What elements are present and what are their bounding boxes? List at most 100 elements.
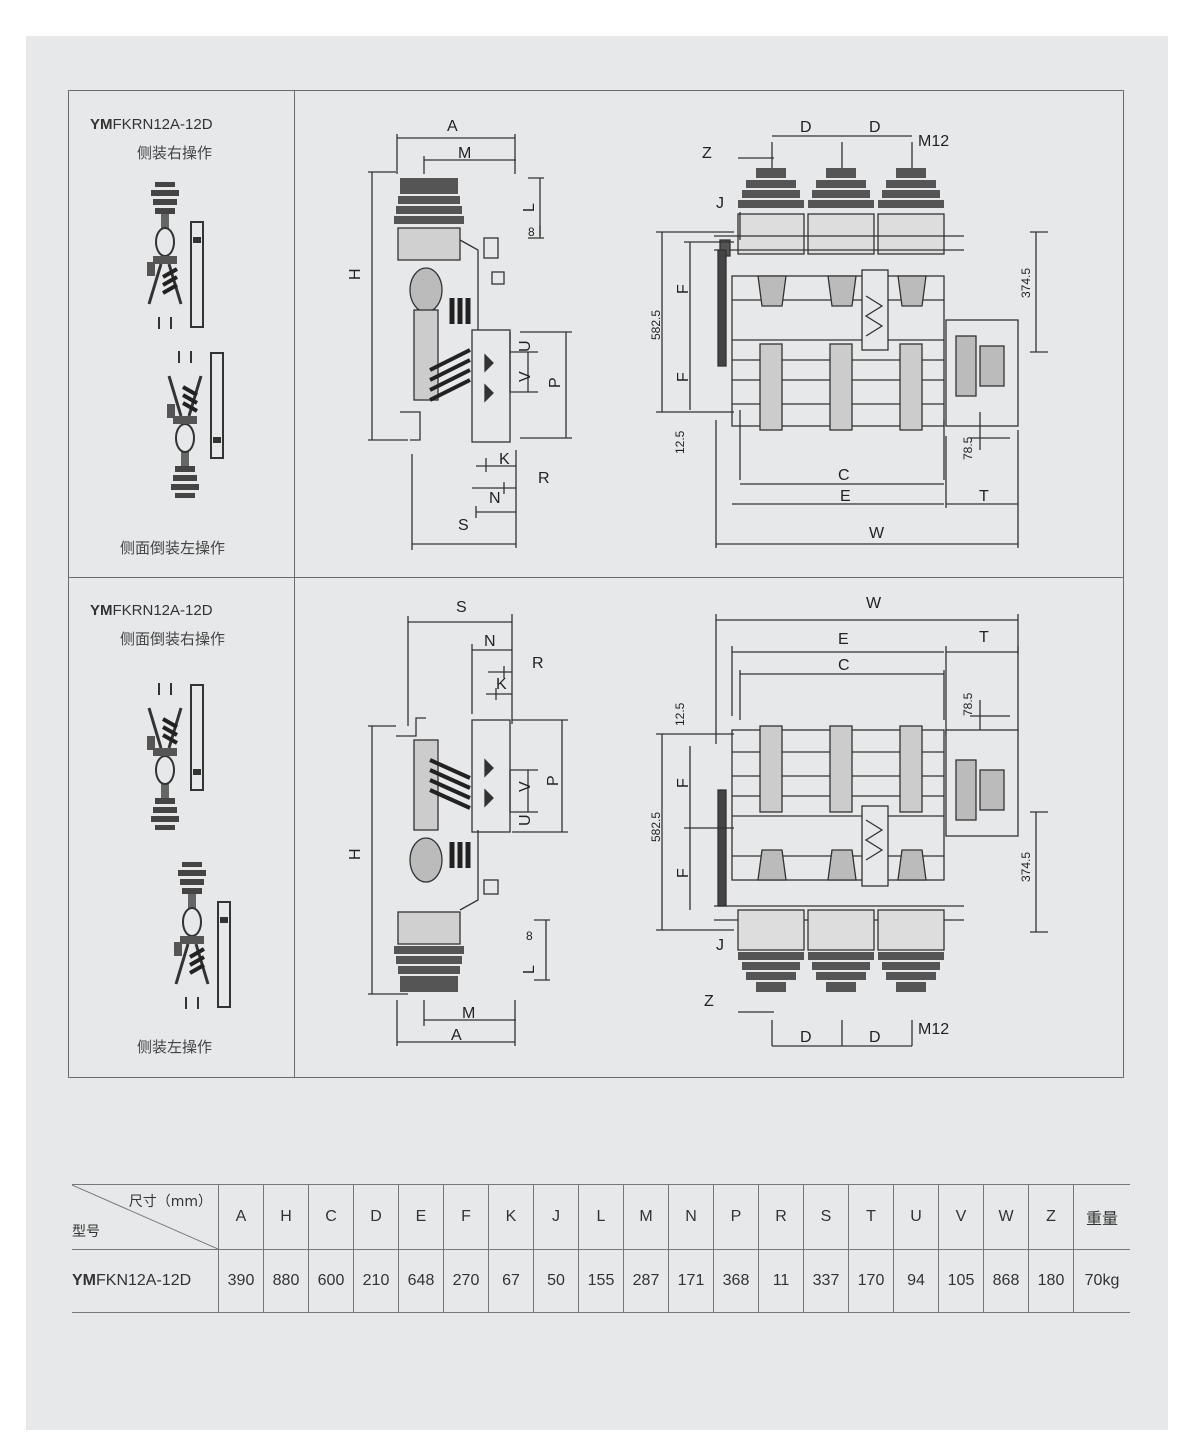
dim-8: 8: [528, 225, 535, 239]
col-header: H: [263, 1184, 309, 1250]
col-header: D: [353, 1184, 399, 1250]
col-header: T: [848, 1184, 894, 1250]
frame-vertical-divider: [294, 90, 295, 1078]
dim-A: A: [447, 118, 458, 135]
thumbnail-side-left: [172, 860, 232, 1011]
header-diagonal-cell: 尺寸（mm） 型号: [72, 1184, 219, 1250]
cell: 70kg: [1073, 1249, 1130, 1313]
caption-side-inverted-left: 侧面倒装左操作: [120, 539, 226, 557]
dim-N: N: [489, 490, 501, 507]
dim-V: V: [517, 371, 534, 382]
dim-P: P: [547, 377, 564, 388]
cell: 390: [218, 1249, 264, 1313]
unit-header: 尺寸（mm）: [128, 1194, 212, 1210]
dim-L-2: L: [521, 965, 538, 974]
drawing-frame: [68, 90, 1124, 1078]
dim-L: L: [521, 203, 538, 212]
cell: 287: [623, 1249, 669, 1313]
frame-horizontal-divider: [68, 577, 1124, 578]
side-view-1-labels: A M L 8 H U V P K R N S: [347, 118, 564, 534]
dim-12.5-2: 12.5: [673, 702, 687, 726]
cell: 210: [353, 1249, 399, 1313]
dim-D-left-2: D: [800, 1029, 812, 1046]
dim-T: T: [979, 488, 989, 505]
dim-M12-2: M12: [918, 1021, 949, 1038]
dim-D-right-2: D: [869, 1029, 881, 1046]
col-header: M: [623, 1184, 669, 1250]
caption-side-inverted-right: 侧面倒装右操作: [120, 630, 226, 648]
cell: 600: [308, 1249, 354, 1313]
thumbnail-side-inverted-right: [145, 681, 205, 832]
dim-V-2: V: [517, 781, 534, 792]
col-header: V: [938, 1184, 984, 1250]
side-view-2: [368, 614, 568, 1046]
cell: 180: [1028, 1249, 1074, 1313]
dim-K: K: [499, 451, 510, 468]
dim-374.5: 374.5: [1019, 268, 1033, 298]
col-header: J: [533, 1184, 579, 1250]
insulator-6: [877, 909, 945, 992]
dim-U-2: U: [517, 814, 534, 826]
dim-T-2: T: [979, 629, 989, 646]
col-header: P: [713, 1184, 759, 1250]
insulator-1: [737, 168, 805, 255]
side-view-1: [368, 134, 572, 550]
col-header: A: [218, 1184, 264, 1250]
col-header: W: [983, 1184, 1029, 1250]
col-header: C: [308, 1184, 354, 1250]
dim-C-2: C: [838, 657, 850, 674]
dim-12.5: 12.5: [673, 430, 687, 454]
dim-D-right: D: [869, 119, 881, 136]
dim-K-2: K: [496, 676, 507, 693]
col-header: E: [398, 1184, 444, 1250]
dim-F-lower-2: F: [675, 868, 692, 878]
dim-J-2: J: [716, 937, 724, 954]
model-header: 型号: [72, 1224, 100, 1240]
cell: 171: [668, 1249, 714, 1313]
dim-M: M: [458, 145, 471, 162]
dim-F-upper: F: [675, 284, 692, 294]
dim-A-2: A: [451, 1027, 462, 1044]
insulator-5: [807, 909, 875, 992]
dim-R: R: [538, 470, 550, 487]
cell: 270: [443, 1249, 489, 1313]
dim-Z: Z: [702, 145, 712, 162]
col-header: Z: [1028, 1184, 1074, 1250]
dim-F-upper-2: F: [675, 778, 692, 788]
cell: 368: [713, 1249, 759, 1313]
dim-582.5-2: 582.5: [649, 812, 663, 842]
cell: 868: [983, 1249, 1029, 1313]
caption-side-left: 侧装左操作: [137, 1038, 213, 1056]
dim-D-left: D: [800, 119, 812, 136]
cell: 94: [893, 1249, 939, 1313]
model-label-2: YMFKRN12A-12D: [90, 602, 213, 619]
dim-M12: M12: [918, 133, 949, 150]
front-view-1: [656, 135, 1048, 548]
spec-table: 尺寸（mm） 型号 A H C D E F K J L M N P R S T …: [72, 1184, 1130, 1313]
insulator-3: [877, 168, 945, 255]
insulator-2: [807, 168, 875, 255]
spec-table-header: 尺寸（mm） 型号 A H C D E F K J L M N P R S T …: [72, 1184, 1130, 1250]
col-header: S: [803, 1184, 849, 1250]
spec-table-row: YMFKN12A-12D 390 880 600 210 648 270 67 …: [72, 1249, 1130, 1313]
col-header: U: [893, 1184, 939, 1250]
dim-C: C: [838, 467, 850, 484]
dim-582.5: 582.5: [649, 310, 663, 340]
dim-U: U: [517, 340, 534, 352]
dim-H: H: [347, 268, 364, 280]
insulator-4: [737, 909, 805, 992]
dim-P-2: P: [545, 775, 562, 786]
cell: 67: [488, 1249, 534, 1313]
cell: 337: [803, 1249, 849, 1313]
cell: 11: [758, 1249, 804, 1313]
cell: 170: [848, 1249, 894, 1313]
front-view-2-labels: W E T C 12.5 78.5 F F 582.5 374.5 J Z D …: [649, 595, 1033, 1046]
row-model: YMFKN12A-12D: [72, 1249, 219, 1313]
col-header: L: [578, 1184, 624, 1250]
dim-78.5: 78.5: [961, 436, 975, 460]
dim-E-2: E: [838, 631, 849, 648]
thumbnail-side-inverted-left: [165, 349, 225, 500]
caption-side-right: 侧装右操作: [137, 144, 213, 162]
col-header: 重量: [1073, 1184, 1130, 1250]
dim-H-2: H: [347, 848, 364, 860]
